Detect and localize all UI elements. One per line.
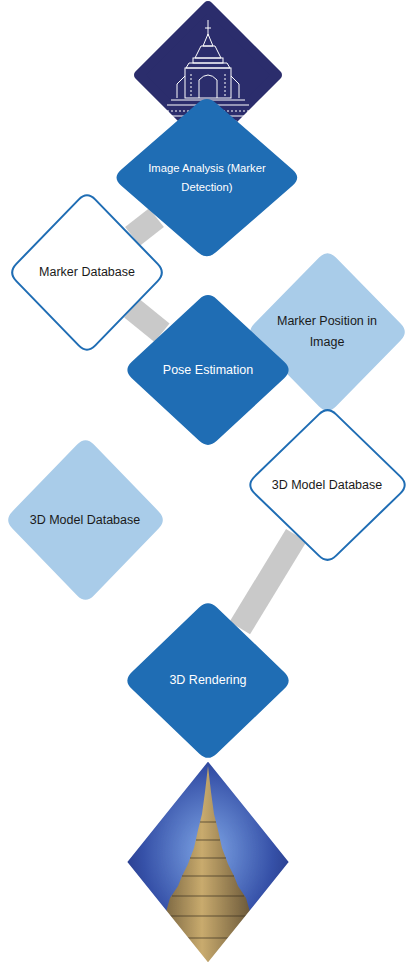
process-diamond: 3D Rendering xyxy=(122,598,294,763)
text-column: Marker Position in Image xyxy=(275,311,379,352)
node-label: 3D Model Database xyxy=(30,510,140,531)
node-label: Pose Estimation xyxy=(163,360,253,381)
text-column: Image Analysis (Marker Detection) xyxy=(142,159,272,196)
text-wrap: Pose Estimation xyxy=(122,290,294,450)
process-diamond: Image Analysis (Marker Detection) xyxy=(111,94,303,261)
text-wrap: 3D Model Database xyxy=(3,435,168,605)
grey-connector-band xyxy=(240,535,296,628)
text-wrap: 3D Model Database xyxy=(245,405,410,565)
process-diamond: 3D Model Database xyxy=(245,405,410,565)
stupa-photo xyxy=(118,752,298,972)
grey-connector-band xyxy=(133,218,157,237)
text-wrap: 3D Rendering xyxy=(122,598,294,763)
process-diamond: 3D Model Database xyxy=(3,435,168,605)
diamond-outline xyxy=(250,410,404,560)
diamond-outline xyxy=(8,440,163,599)
node-label: 3D Model Database xyxy=(272,475,382,496)
node-label: Marker Position in Image xyxy=(275,311,379,352)
node-label: Marker Database xyxy=(39,262,135,283)
diamond-outline xyxy=(127,603,288,758)
diamond-outline xyxy=(117,99,298,256)
node-label: 3D Rendering xyxy=(169,670,246,691)
diamond-shape xyxy=(111,94,303,261)
process-diamond: Marker Database xyxy=(7,190,167,355)
diamond-outline xyxy=(12,195,162,349)
grey-connector-band xyxy=(132,308,162,333)
text-wrap: Marker Database xyxy=(7,190,167,355)
text-column: 3D Rendering xyxy=(169,670,246,691)
text-column: Marker Database xyxy=(39,262,135,283)
process-diamond: Pose Estimation xyxy=(122,290,294,450)
node-label: Image Analysis (Marker Detection) xyxy=(142,159,272,196)
text-column: 3D Model Database xyxy=(30,510,140,531)
text-column: Pose Estimation xyxy=(163,360,253,381)
text-column: 3D Model Database xyxy=(272,475,382,496)
diamond-outline xyxy=(127,295,288,445)
text-wrap: Image Analysis (Marker Detection) xyxy=(111,94,303,261)
